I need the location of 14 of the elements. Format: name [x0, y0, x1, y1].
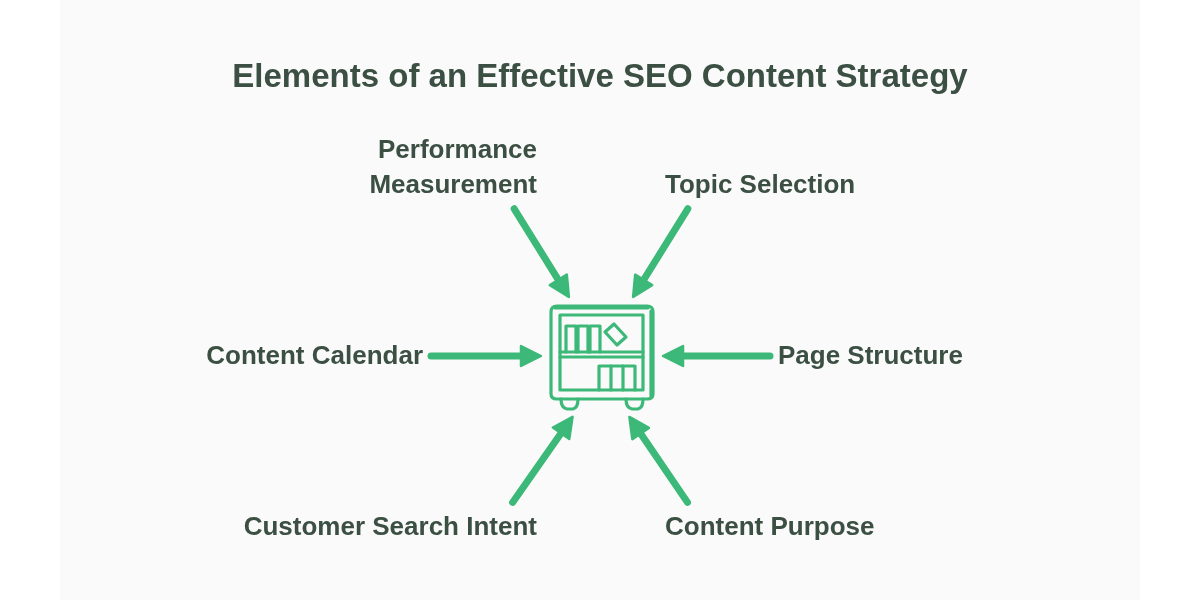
- item-label: Content Calendar: [206, 338, 423, 373]
- title: Elements of an Effective SEO Content Strategy: [231, 56, 969, 96]
- item-label: Page Structure: [778, 338, 963, 373]
- item-label: Topic Selection: [665, 167, 856, 202]
- item-label: Customer Search Intent: [243, 509, 537, 544]
- arrow: [510, 205, 571, 299]
- arrow: [661, 344, 774, 368]
- arrow: [631, 205, 692, 299]
- arrow: [628, 415, 691, 506]
- bookshelf-icon: [547, 302, 657, 412]
- item-label: Performance Measurement: [322, 132, 537, 202]
- arrow: [509, 415, 574, 506]
- item-label: Content Purpose: [665, 509, 875, 544]
- arrow: [427, 344, 543, 368]
